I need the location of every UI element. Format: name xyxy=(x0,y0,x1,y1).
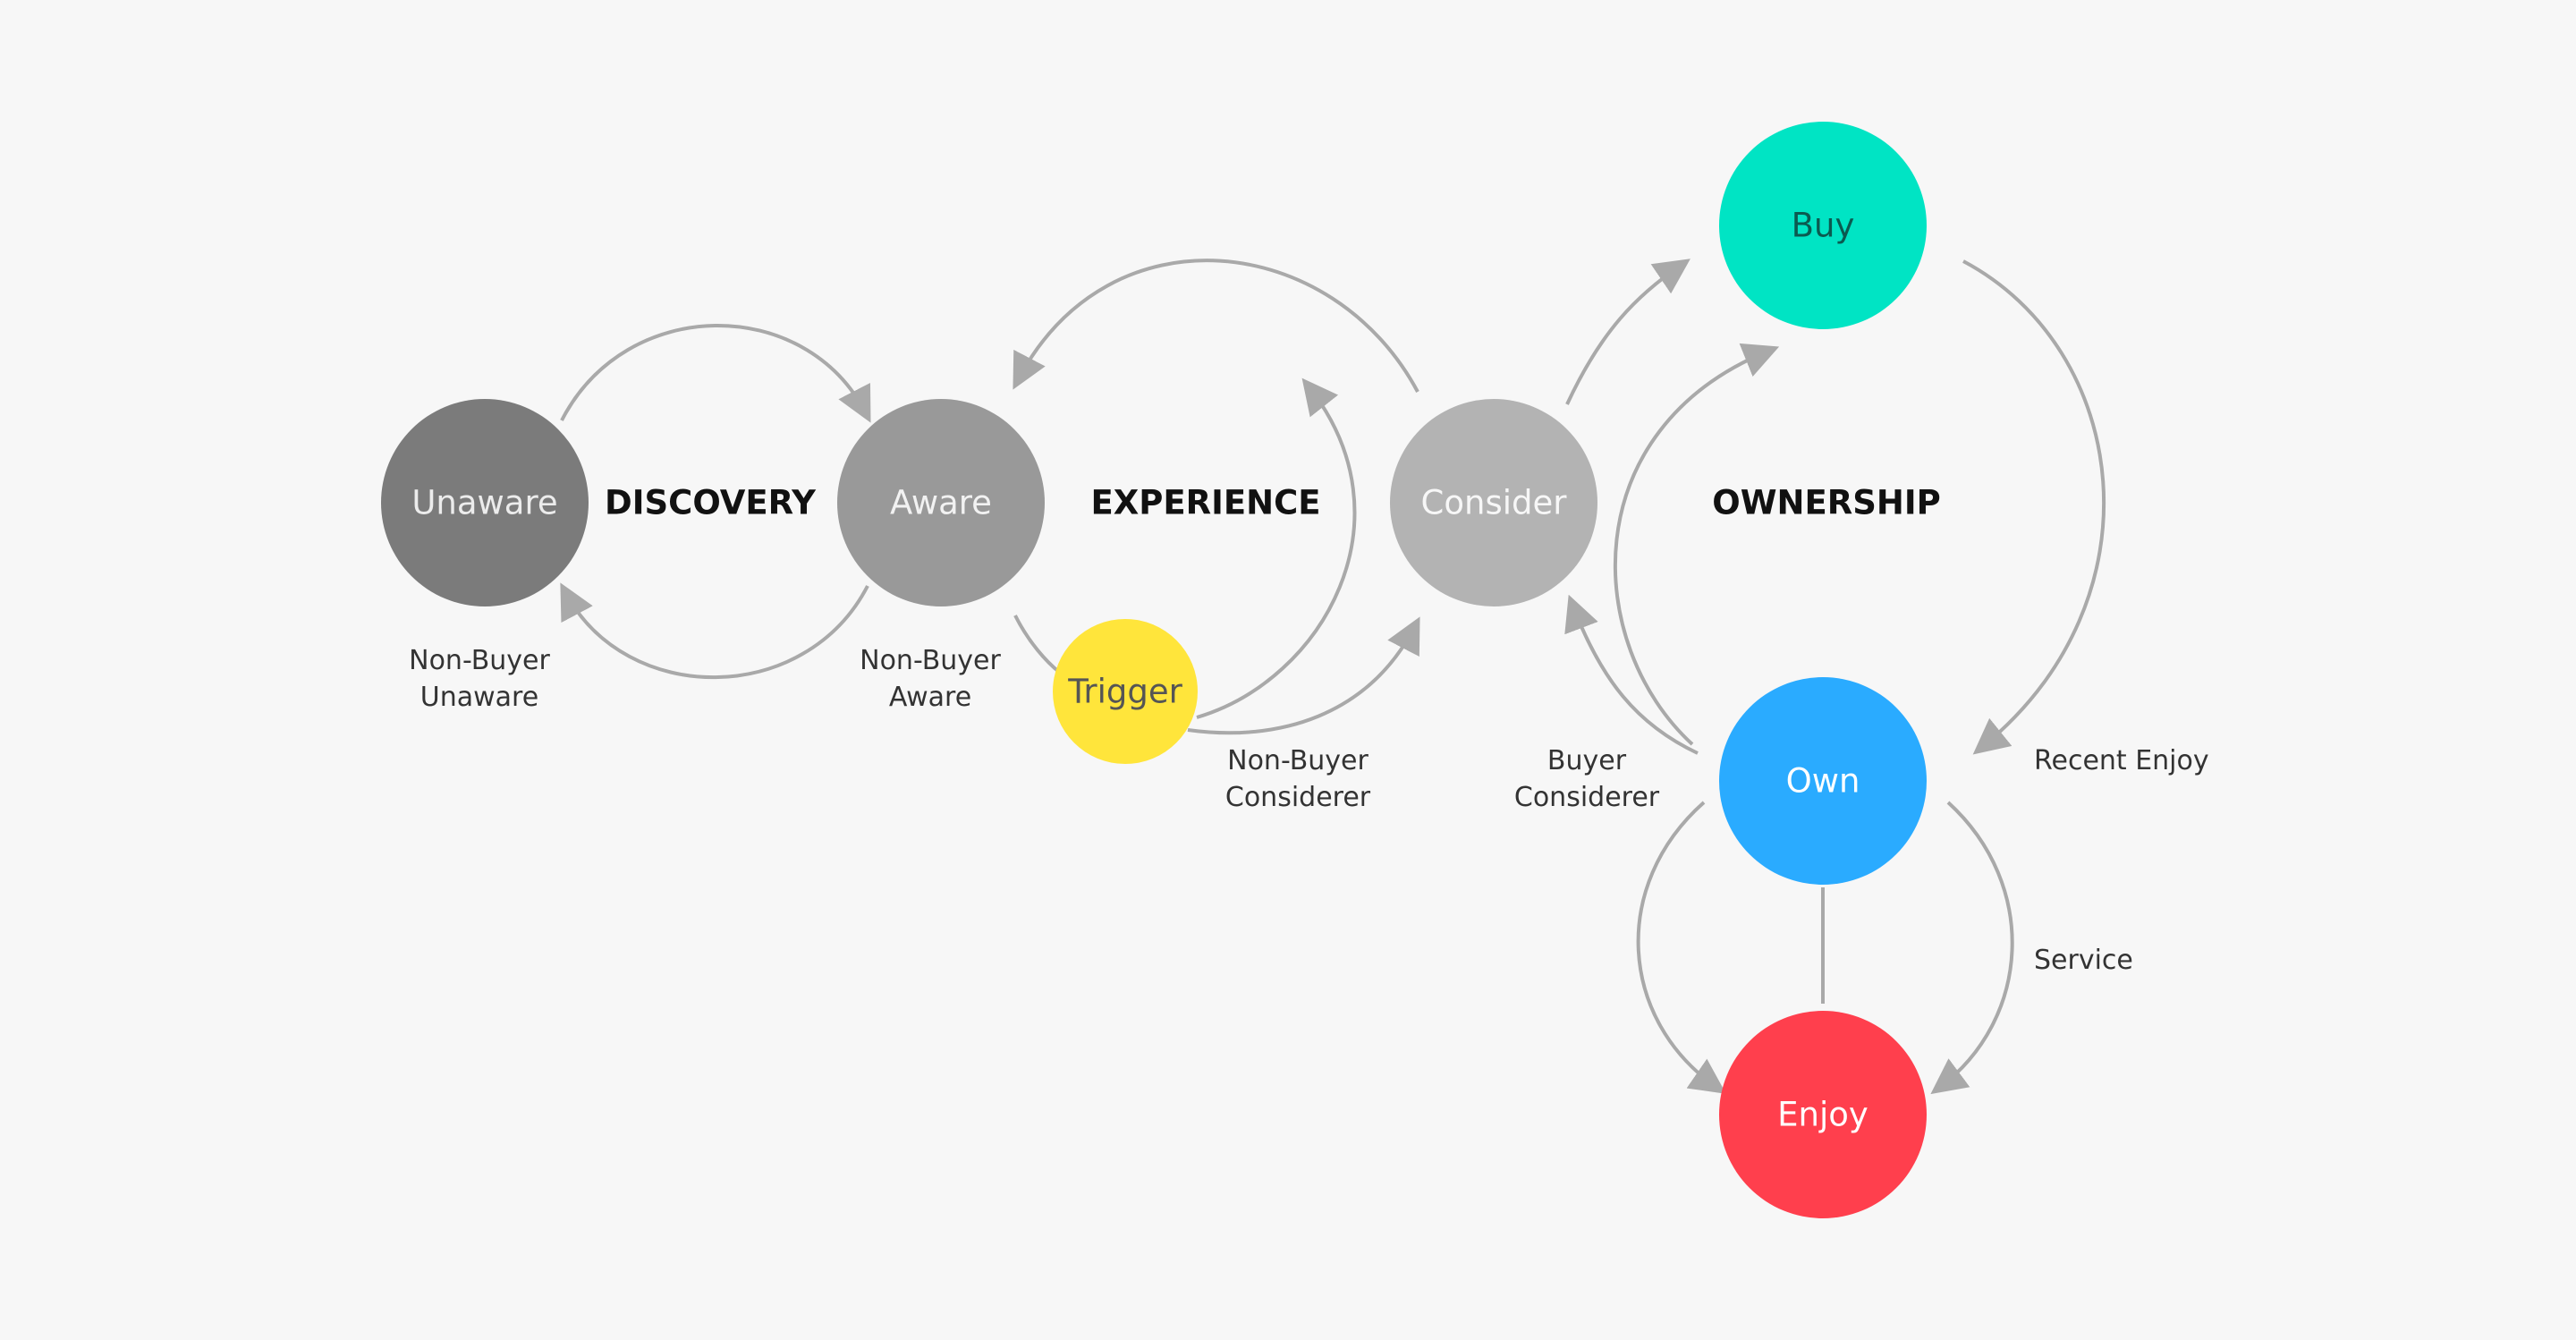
trigger-label: Trigger xyxy=(1067,673,1182,711)
caption-line: Aware xyxy=(889,682,971,713)
node-aware: Aware xyxy=(837,399,1045,606)
caption-non-buyer-considerer: Non-Buyer Considerer xyxy=(1225,745,1371,813)
buy-label: Buy xyxy=(1792,207,1855,245)
arrow-consider-to-buy xyxy=(1565,259,1690,405)
arrow-own-to-enjoy-left xyxy=(1636,801,1726,1094)
caption-line: Unaware xyxy=(420,682,538,713)
node-trigger: Trigger xyxy=(1053,619,1198,764)
caption-line: Considerer xyxy=(1225,782,1371,813)
node-unaware: Unaware xyxy=(381,399,589,606)
arrow-own-to-buy xyxy=(1614,343,1780,746)
own-circle xyxy=(1719,677,1927,885)
arrow-trigger-to-experience-loop xyxy=(1196,377,1357,719)
node-consider: Consider xyxy=(1390,399,1597,606)
caption-non-buyer-unaware: Non-Buyer Unaware xyxy=(409,645,550,713)
node-buy: Buy xyxy=(1719,122,1927,329)
arrow-aware-to-unaware xyxy=(560,582,869,680)
consider-circle xyxy=(1390,399,1597,606)
caption-line: Non-Buyer xyxy=(1227,745,1368,776)
arrow-buy-to-own xyxy=(1962,259,2106,755)
arrow-unaware-to-aware xyxy=(560,324,871,423)
caption-line: Non-Buyer xyxy=(409,645,550,676)
stage-ownership: OWNERSHIP xyxy=(1712,484,1941,522)
unaware-label: Unaware xyxy=(411,484,557,522)
arrow-own-to-consider xyxy=(1564,594,1699,755)
caption-line: Considerer xyxy=(1514,782,1660,813)
line-aware-to-trigger xyxy=(1013,615,1062,674)
caption-non-buyer-aware: Non-Buyer Aware xyxy=(860,645,1001,713)
buy-circle xyxy=(1719,122,1927,329)
node-enjoy: Enjoy xyxy=(1719,1011,1927,1218)
stage-discovery: DISCOVERY xyxy=(605,484,817,522)
caption-line: Buyer xyxy=(1547,745,1627,776)
consider-label: Consider xyxy=(1421,484,1568,522)
arrow-trigger-to-consider xyxy=(1187,616,1420,735)
stage-experience: EXPERIENCE xyxy=(1090,484,1320,522)
caption-line: Non-Buyer xyxy=(860,645,1001,676)
own-label: Own xyxy=(1786,762,1860,801)
caption-service: Service xyxy=(2034,945,2133,976)
caption-buyer-considerer: Buyer Considerer xyxy=(1514,745,1660,813)
enjoy-label: Enjoy xyxy=(1777,1096,1868,1134)
aware-circle xyxy=(837,399,1045,606)
enjoy-circle xyxy=(1719,1011,1927,1218)
aware-label: Aware xyxy=(890,484,992,522)
node-own: Own xyxy=(1719,677,1927,885)
connectors xyxy=(560,259,2106,1095)
arrow-consider-to-aware xyxy=(1013,259,1419,393)
caption-recent-enjoy: Recent Enjoy xyxy=(2034,745,2209,776)
trigger-circle xyxy=(1053,619,1198,764)
arrow-own-to-enjoy-right xyxy=(1930,801,2014,1095)
unaware-circle xyxy=(381,399,589,606)
